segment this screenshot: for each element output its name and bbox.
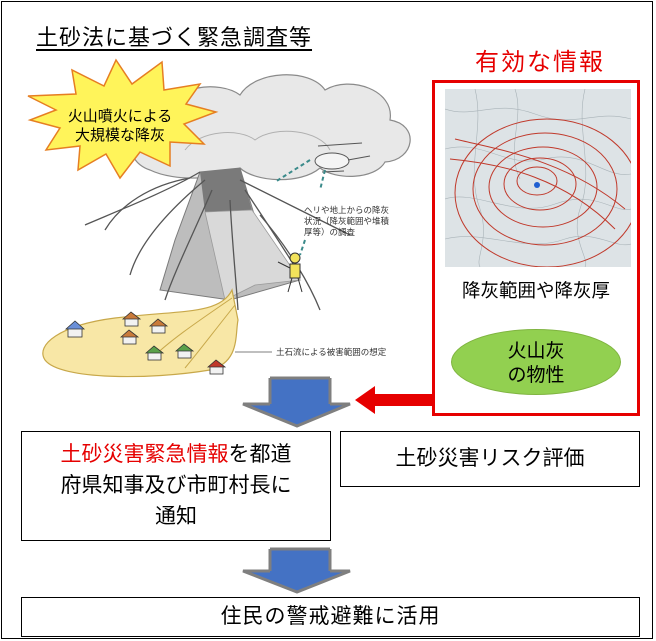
notify-line-2: 府県知事及び市町村長に bbox=[60, 473, 292, 497]
ash-line-1: 火山灰 bbox=[507, 340, 565, 362]
survey-dashed-line-2 bbox=[319, 169, 326, 191]
burst-line-2: 大規模な降灰 bbox=[75, 126, 165, 144]
map-caption: 降灰範囲や降灰厚 bbox=[461, 281, 610, 302]
diagram-title: 土砂法に基づく緊急調査等 bbox=[36, 26, 313, 51]
houses bbox=[64, 311, 227, 375]
evacuation-use-box: 住民の警戒避難に活用 bbox=[21, 597, 640, 637]
red-arrow bbox=[355, 386, 432, 414]
surveyor-figure bbox=[277, 252, 303, 293]
ash-deposit bbox=[204, 209, 301, 301]
heli-label-2: 状況（降灰範囲や堆積 bbox=[304, 216, 390, 227]
blue-arrow-2 bbox=[242, 547, 351, 594]
house-6 bbox=[174, 343, 195, 359]
notify-line-3: 通知 bbox=[155, 504, 197, 528]
heli-label-3: 厚等）の調査 bbox=[304, 227, 356, 238]
evacuation-use-label: 住民の警戒避難に活用 bbox=[220, 604, 441, 628]
house-5 bbox=[144, 345, 165, 361]
heli-label-1: ヘリや地上からの降灰 bbox=[304, 205, 389, 216]
burst-line-1: 火山噴火による bbox=[68, 107, 173, 125]
ash-plume-inner bbox=[184, 130, 331, 151]
map-vent-marker bbox=[534, 182, 540, 188]
house-4 bbox=[119, 329, 140, 345]
ash-properties-oval: 火山灰 の物性 bbox=[451, 329, 621, 395]
emergency-info-label: 土砂災害緊急情報 bbox=[60, 442, 229, 466]
house-1 bbox=[64, 320, 86, 338]
debris-label: 土石流による被害範囲の想定 bbox=[276, 347, 387, 358]
helicopter bbox=[314, 142, 371, 173]
ash-line-2: の物性 bbox=[507, 364, 565, 386]
blue-arrow-1 bbox=[242, 376, 351, 428]
survey-dashed-line-3 bbox=[299, 239, 306, 256]
house-3 bbox=[148, 318, 169, 334]
eruption-burst bbox=[27, 58, 219, 180]
ashfall-map bbox=[445, 89, 631, 267]
effective-info-title: 有効な情報 bbox=[475, 48, 605, 76]
house-7 bbox=[206, 359, 227, 375]
notification-box: 土砂災害緊急情報を都道 府県知事及び市町村長に 通知 bbox=[21, 431, 331, 541]
ash-contours bbox=[449, 118, 631, 267]
notify-line-1-rest: を都道 bbox=[228, 442, 292, 466]
house-2 bbox=[121, 311, 142, 327]
effective-info-panel: 降灰範囲や降灰厚 火山灰 の物性 bbox=[432, 80, 640, 416]
volcano-summit bbox=[200, 168, 252, 212]
risk-assessment-box: 土砂災害リスク評価 bbox=[340, 431, 640, 487]
risk-assessment-label: 土砂災害リスク評価 bbox=[395, 446, 585, 470]
stream-lines bbox=[84, 171, 351, 311]
